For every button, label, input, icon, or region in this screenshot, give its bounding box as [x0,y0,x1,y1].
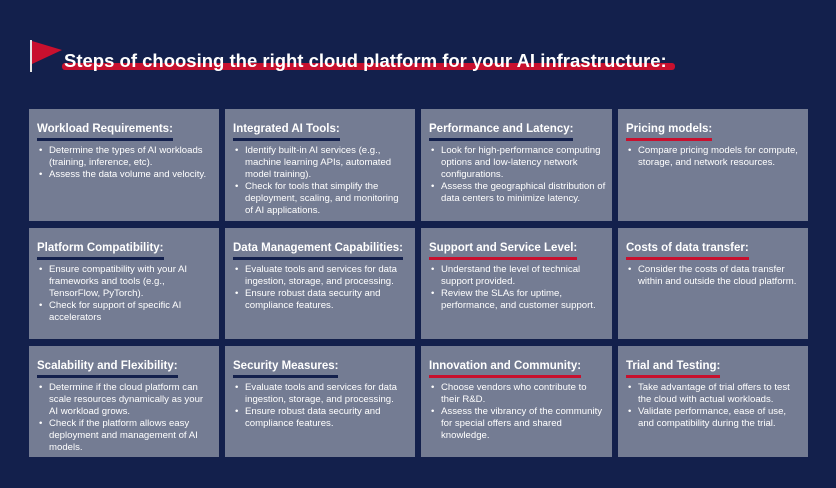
step-card-list: Determine the types of AI workloads (tra… [39,145,213,181]
step-card-list: Understand the level of technical suppor… [431,264,606,312]
red-flag-icon [28,38,64,79]
step-card-title: Innovation and Community: [429,360,582,378]
step-card: Security Measures: Evaluate tools and ser… [225,346,415,457]
step-card-item: Evaluate tools and services for data ing… [235,382,409,406]
step-card-list: Evaluate tools and services for data ing… [235,382,409,430]
step-card-title: Security Measures: [233,360,339,378]
step-card-title: Platform Compatibility: [37,242,164,260]
step-card-list: Take advantage of trial offers to test t… [628,382,802,430]
step-card-item: Ensure robust data security and complian… [235,406,409,430]
step-card-list: Look for high-performance computing opti… [431,145,606,205]
step-card-title: Costs of data transfer: [626,242,749,260]
step-card-item: Review the SLAs for uptime, performance,… [431,288,606,312]
step-card: Support and Service Level: Understand the… [421,228,612,339]
step-card-title: Pricing models: [626,123,713,141]
step-card-item: Compare pricing models for compute, stor… [628,145,802,169]
step-card-item: Evaluate tools and services for data ing… [235,264,409,288]
step-card-title: Workload Requirements: [37,123,173,141]
step-card-item: Consider the costs of data transfer with… [628,264,802,288]
step-card-item: Understand the level of technical suppor… [431,264,606,288]
step-card: Innovation and Community: Choose vendors … [421,346,612,457]
step-card-list: Evaluate tools and services for data ing… [235,264,409,312]
step-card: Integrated AI Tools: Identify built-in AI… [225,109,415,221]
step-card-item: Ensure robust data security and complian… [235,288,409,312]
step-card: Workload Requirements: Determine the type… [29,109,219,221]
step-card-item: Check for tools that simplify the deploy… [235,181,409,217]
step-card-title: Scalability and Flexibility: [37,360,178,378]
step-card-title: Support and Service Level: [429,242,578,260]
step-card-item: Assess the geographical distribution of … [431,181,606,205]
step-card-title: Data Management Capabilities: [233,242,403,260]
step-card-list: Compare pricing models for compute, stor… [628,145,802,169]
step-card-item: Determine if the cloud platform can scal… [39,382,213,418]
step-card-list: Ensure compatibility with your AI framew… [39,264,213,324]
page-title: Steps of choosing the right cloud platfo… [64,50,667,71]
step-card-item: Choose vendors who contribute to their R… [431,382,606,406]
step-card-title: Performance and Latency: [429,123,574,141]
step-card-title: Trial and Testing: [626,360,721,378]
step-card: Trial and Testing: Take advantage of tria… [618,346,808,457]
step-card-item: Assess the vibrancy of the community for… [431,406,606,442]
step-card-item: Ensure compatibility with your AI framew… [39,264,213,300]
step-card-title: Integrated AI Tools: [233,123,340,141]
step-card-item: Take advantage of trial offers to test t… [628,382,802,406]
step-card-item: Validate performance, ease of use, and c… [628,406,802,430]
step-card-item: Look for high-performance computing opti… [431,145,606,181]
step-card-item: Check if the platform allows easy deploy… [39,418,213,454]
step-card: Costs of data transfer: Consider the cost… [618,228,808,339]
page-title-wrap: Steps of choosing the right cloud platfo… [62,50,675,72]
step-card-list: Identify built-in AI services (e.g., mac… [235,145,409,217]
step-card-list: Determine if the cloud platform can scal… [39,382,213,454]
step-card-list: Choose vendors who contribute to their R… [431,382,606,442]
step-card: Pricing models: Compare pricing models fo… [618,109,808,221]
step-card: Scalability and Flexibility: Determine if… [29,346,219,457]
step-card: Platform Compatibility: Ensure compatibil… [29,228,219,339]
step-card: Performance and Latency: Look for high-pe… [421,109,612,221]
title-underline [62,63,675,70]
step-card-item: Assess the data volume and velocity. [39,169,213,181]
step-card: Data Management Capabilities: Evaluate to… [225,228,415,339]
step-card-item: Determine the types of AI workloads (tra… [39,145,213,169]
step-card-list: Consider the costs of data transfer with… [628,264,802,288]
step-card-item: Check for support of specific AI acceler… [39,300,213,324]
step-card-item: Identify built-in AI services (e.g., mac… [235,145,409,181]
